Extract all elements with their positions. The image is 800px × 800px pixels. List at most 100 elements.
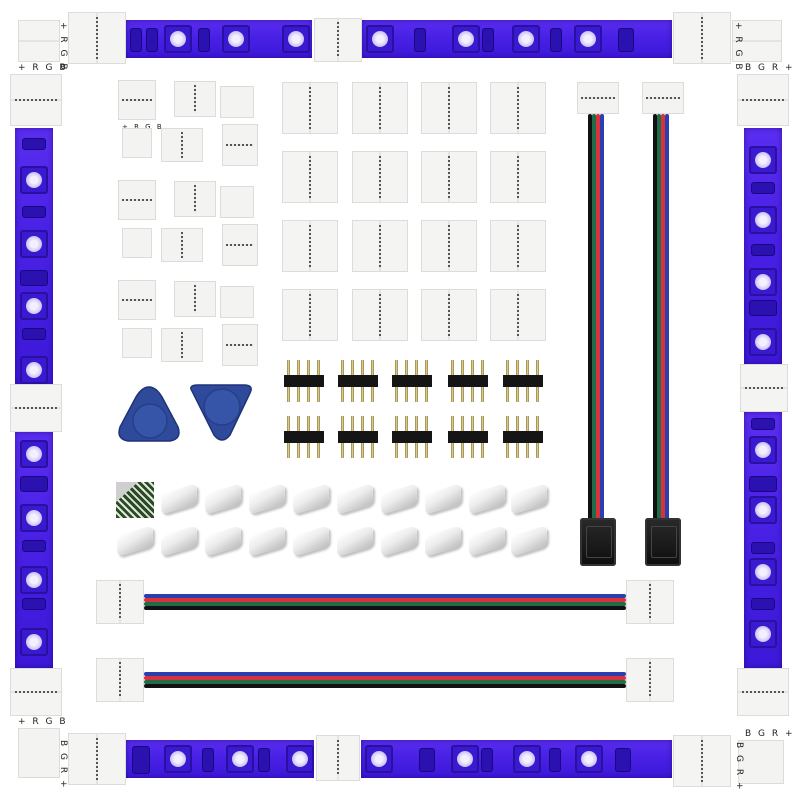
led-strip-right-bottom [744,412,782,668]
rgb-wire-bundle [144,594,626,614]
mounting-clip [425,525,461,557]
four-pin-header [448,416,488,458]
l-connector [118,80,156,120]
mounting-clip [511,525,547,557]
four-pin-header [503,416,543,458]
four-pin-header [392,416,432,458]
l-connector [122,228,152,258]
rgb-wire-bundle [653,114,673,520]
four-pin-header [392,360,432,402]
connector-body [732,20,782,62]
mounting-clip [381,483,417,515]
grid-connector [282,151,338,203]
l-connector [118,180,156,220]
l-connector [222,124,258,166]
grid-connector [490,289,546,341]
l-connector [161,128,203,162]
four-pin-header [284,416,324,458]
mounting-clip [293,483,329,515]
strip-connector [314,18,362,62]
grid-connector [352,220,408,272]
female-4pin-plug [645,518,681,566]
strip-connector [316,735,360,781]
mounting-clip [161,525,197,557]
led-strip-bottom-right [361,740,672,778]
polarity-label: + R G B [18,63,68,73]
strip-connector [68,733,126,785]
l-connector [174,281,216,317]
connector-body [18,728,60,778]
polarity-label: B G R + [734,742,744,792]
led-strip-top-right [362,20,672,58]
l-connector [161,228,203,262]
mounting-clip [117,525,153,557]
grid-connector [421,82,477,134]
grid-connector [282,220,338,272]
polarity-label: B G R + [745,729,795,739]
mounting-clip [293,525,329,557]
grid-connector [282,82,338,134]
grid-connector [421,151,477,203]
l-connector [122,128,152,158]
strip-connector [673,735,731,787]
grid-connector [421,220,477,272]
strip-clip-end [96,658,144,702]
mounting-clip [205,525,241,557]
polarity-label: + R G B [122,123,164,131]
strip-connector [740,364,788,412]
l-connector [174,81,216,117]
grid-connector [352,289,408,341]
strip-connector [10,384,62,432]
polarity-label: B G R + [745,63,795,73]
polarity-label: B G R + [58,740,68,790]
grid-connector [490,220,546,272]
l-connector [222,324,258,366]
female-4pin-plug [580,518,616,566]
led-strip-bottom-left [126,740,314,778]
grid-connector [421,289,477,341]
strip-clip-end [642,82,684,114]
strip-connector [68,12,126,64]
l-connector [220,186,254,218]
grid-connector [490,82,546,134]
polarity-label: + R G B [733,22,743,72]
grid-connector [352,151,408,203]
polarity-label: + R G B [18,717,68,727]
grid-connector [282,289,338,341]
mounting-clip [469,483,505,515]
rgb-wire-bundle [588,114,608,520]
led-strip-left-bottom [15,432,53,668]
mounting-clip [381,525,417,557]
four-pin-header [503,360,543,402]
mounting-clip [337,483,373,515]
led-strip-left-top [15,128,53,384]
four-pin-header [338,416,378,458]
mounting-clip [249,483,285,515]
strip-connector [673,12,731,64]
mounting-clip [205,483,241,515]
connector-body [10,668,62,716]
mounting-clip [249,525,285,557]
l-connector [220,86,254,118]
four-pin-header [448,360,488,402]
mounting-clip [337,525,373,557]
strip-clip-end [577,82,619,114]
polarity-label: + R G B [58,22,68,72]
grid-connector [352,82,408,134]
pry-tool-icon [118,386,180,442]
mounting-clip [425,483,461,515]
grid-connector [490,151,546,203]
led-strip-top-left [126,20,312,58]
l-connector [161,328,203,362]
led-strip-right-top [744,128,782,364]
l-connector [220,286,254,318]
strip-connector [10,74,62,126]
l-connector [118,280,156,320]
connector-body [737,668,789,716]
connector-body [738,740,784,784]
strip-connector [737,74,789,126]
mounting-clip [511,483,547,515]
rgb-wire-bundle [144,672,626,692]
l-connector [222,224,258,266]
strip-clip-end [96,580,144,624]
